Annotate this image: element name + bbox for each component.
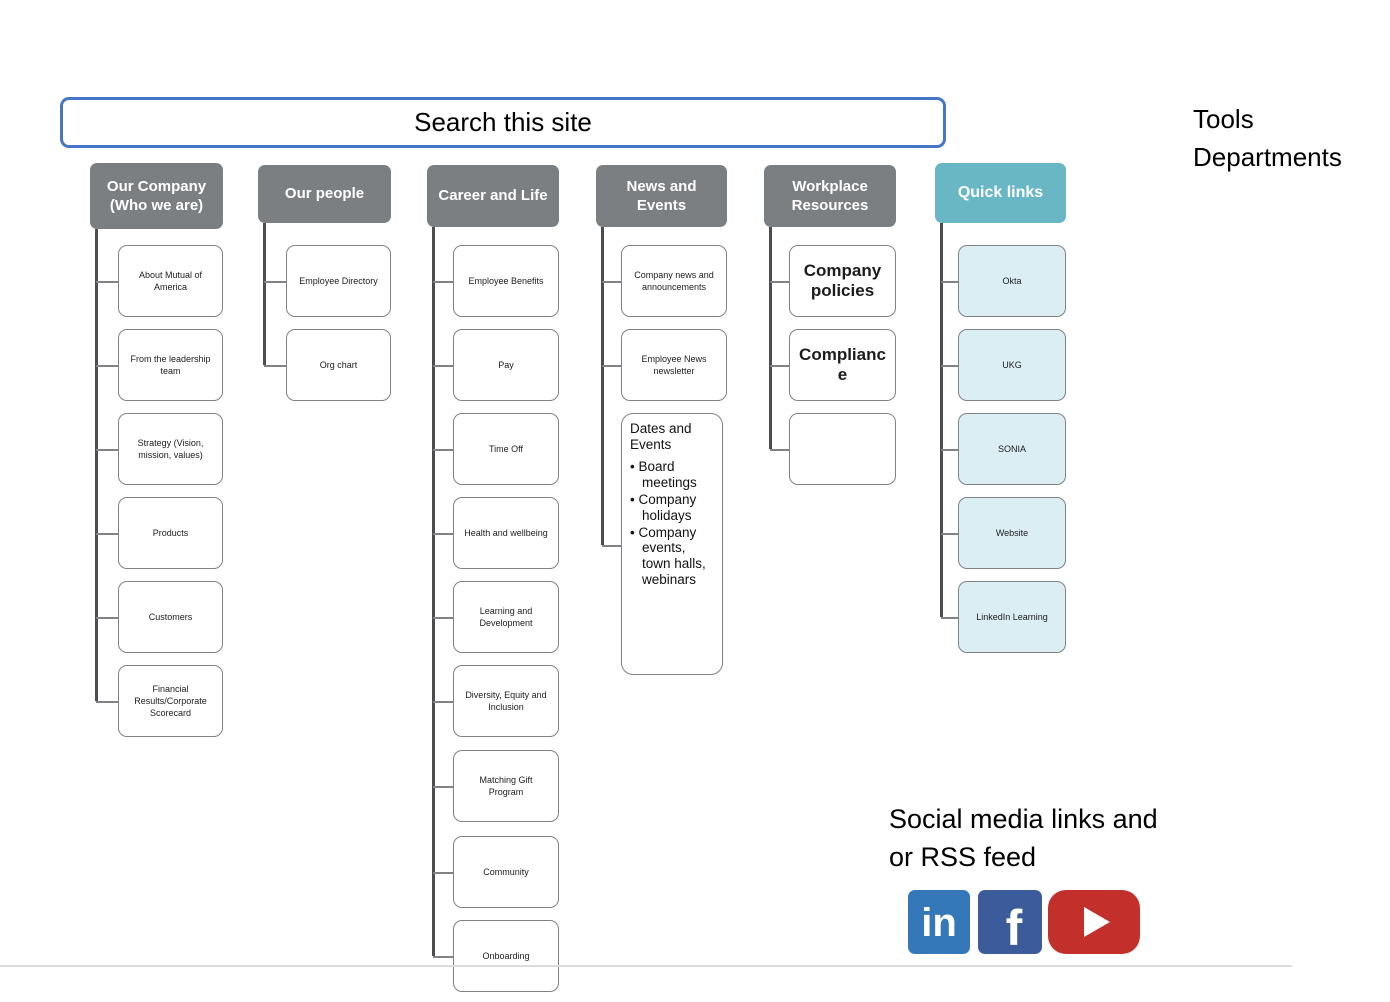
node-from-the-leadership-team[interactable]: From the leadership team (118, 329, 223, 401)
node-onboarding[interactable]: Onboarding (453, 920, 559, 992)
connector-line (263, 223, 266, 365)
node-sonia[interactable]: SONIA (958, 413, 1066, 485)
node-pay[interactable]: Pay (453, 329, 559, 401)
connector-line (941, 533, 958, 535)
connector-line (96, 533, 118, 535)
connector-line (769, 227, 772, 449)
column-header-our-people[interactable]: Our people (258, 165, 391, 223)
node-linkedin-learning[interactable]: LinkedIn Learning (958, 581, 1066, 653)
search-input[interactable]: Search this site (60, 97, 946, 148)
node-time-off[interactable]: Time Off (453, 413, 559, 485)
connector-line (433, 281, 453, 283)
column-header-quick-links[interactable]: Quick links (935, 163, 1066, 223)
node-employee-benefits[interactable]: Employee Benefits (453, 245, 559, 317)
connector-line (432, 227, 435, 956)
connector-line (433, 701, 453, 703)
connector-line (770, 281, 789, 283)
node-matching-gift-program[interactable]: Matching Gift Program (453, 750, 559, 822)
connector-line (96, 365, 118, 367)
connector-line (941, 281, 958, 283)
social-caption-line2: or RSS feed (889, 842, 1037, 872)
node-employee-directory[interactable]: Employee Directory (286, 245, 391, 317)
divider-line (0, 965, 1292, 967)
panel-bullet: Company events, town halls, webinars (630, 525, 716, 589)
search-placeholder: Search this site (414, 107, 592, 137)
side-note-departments: Departments (1193, 142, 1342, 172)
connector-line (264, 365, 286, 367)
node-health-and-wellbeing[interactable]: Health and wellbeing (453, 497, 559, 569)
connector-line (940, 223, 943, 617)
connector-line (602, 281, 621, 283)
column-header-news-and-events[interactable]: News and Events (596, 165, 727, 227)
node-company-policies[interactable]: Company policies (789, 245, 896, 317)
node-empty[interactable] (789, 413, 896, 485)
connector-line (433, 786, 453, 788)
youtube-icon[interactable] (1048, 890, 1140, 954)
connector-line (770, 449, 789, 451)
node-compliance[interactable]: Compliance (789, 329, 896, 401)
connector-line (433, 872, 453, 874)
connector-line (602, 545, 621, 547)
connector-line (96, 449, 118, 451)
node-website[interactable]: Website (958, 497, 1066, 569)
connector-line (433, 449, 453, 451)
node-ukg[interactable]: UKG (958, 329, 1066, 401)
connector-line (95, 229, 98, 701)
column-header-our-company[interactable]: Our Company (Who we are) (90, 163, 223, 229)
side-note: Tools Departments (1193, 100, 1342, 176)
connector-line (433, 365, 453, 367)
node-customers[interactable]: Customers (118, 581, 223, 653)
node-org-chart[interactable]: Org chart (286, 329, 391, 401)
node-about-mutual-of-america[interactable]: About Mutual of America (118, 245, 223, 317)
connector-line (941, 365, 958, 367)
node-learning-and-development[interactable]: Learning and Development (453, 581, 559, 653)
node-products[interactable]: Products (118, 497, 223, 569)
connector-line (96, 281, 118, 283)
panel-dates-and-events[interactable]: Dates and Events Board meetings Company … (621, 413, 723, 675)
connector-line (433, 533, 453, 535)
play-icon (1084, 907, 1110, 937)
node-community[interactable]: Community (453, 836, 559, 908)
facebook-icon[interactable]: f (978, 890, 1042, 954)
panel-bullet: Company holidays (630, 492, 716, 524)
linkedin-icon[interactable]: in (908, 890, 970, 954)
connector-line (96, 617, 118, 619)
connector-line (941, 617, 958, 619)
column-header-career-and-life[interactable]: Career and Life (427, 165, 559, 227)
side-note-tools: Tools (1193, 104, 1254, 134)
connector-line (433, 617, 453, 619)
panel-heading: Dates and Events (630, 421, 692, 452)
social-caption-line1: Social media links and (889, 804, 1158, 834)
node-financial-results[interactable]: Financial Results/Corporate Scorecard (118, 665, 223, 737)
connector-line (602, 365, 621, 367)
node-strategy[interactable]: Strategy (Vision, mission, values) (118, 413, 223, 485)
node-diversity-equity-inclusion[interactable]: Diversity, Equity and Inclusion (453, 665, 559, 737)
connector-line (264, 281, 286, 283)
connector-line (770, 365, 789, 367)
panel-bullet-list: Board meetings Company holidays Company … (630, 459, 716, 588)
connector-line (601, 227, 604, 545)
connector-line (941, 449, 958, 451)
facebook-glyph: f (1005, 900, 1023, 954)
social-media-caption: Social media links and or RSS feed (889, 800, 1158, 876)
node-okta[interactable]: Okta (958, 245, 1066, 317)
column-header-workplace-resources[interactable]: Workplace Resources (764, 165, 896, 227)
linkedin-glyph: in (921, 901, 957, 945)
connector-line (433, 956, 453, 958)
node-employee-news-newsletter[interactable]: Employee News newsletter (621, 329, 727, 401)
node-company-news-announcements[interactable]: Company news and announcements (621, 245, 727, 317)
connector-line (96, 701, 118, 703)
panel-bullet: Board meetings (630, 459, 716, 491)
